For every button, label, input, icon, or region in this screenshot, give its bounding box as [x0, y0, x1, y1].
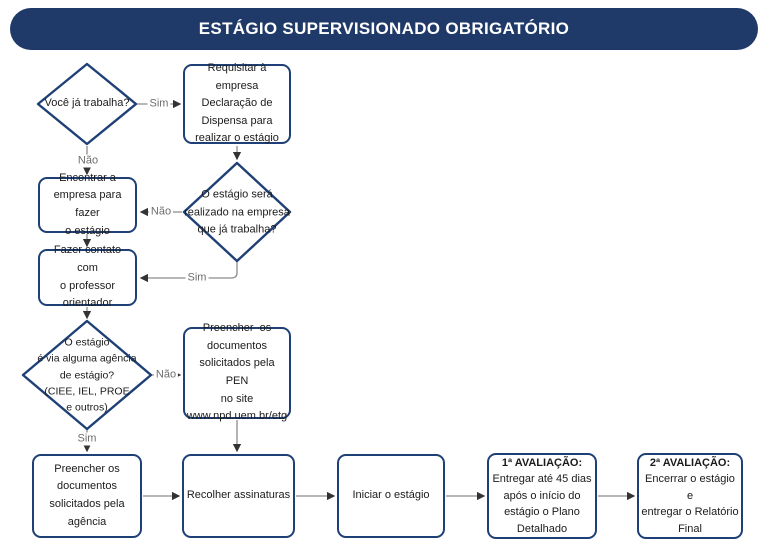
node-preencher-documentos-pen: Preencher os documentos solicitados pela… [183, 322, 291, 422]
node-recolher-assinaturas-text: Recolher assinaturas [186, 489, 291, 502]
edge-label-nao-trabalha: Não [75, 154, 101, 168]
node-iniciar-estagio: Iniciar o estágio [337, 454, 445, 538]
node-preencher-documentos-agencia: Preencher os documentos solicitados pela… [32, 454, 142, 538]
decision-agencia-label: O estágio é via alguma agência de estági… [37, 336, 137, 414]
edge-label-sim-trabalha: Sim [147, 97, 171, 111]
decision-estagio-na-empresa-label: O estágio será realizado na empresa que … [184, 188, 290, 236]
decision-diamonds [21, 62, 292, 431]
edge-label-sim-estagio-na-empresa: Sim [185, 271, 209, 285]
edge-label-nao-agencia: Não [153, 368, 179, 382]
node-encontrar-empresa: Encontrar a empresa para fazer o estágio [38, 172, 137, 237]
node-recolher-assinaturas: Recolher assinaturas [182, 454, 295, 538]
decision-estagio-na-empresa-shape [182, 161, 292, 263]
node-preencher-documentos-pen-text: Preencher os documentos solicitados pela… [186, 322, 288, 423]
decision-voce-ja-trabalha-shape [36, 62, 138, 146]
page-title: ESTÁGIO SUPERVISIONADO OBRIGATÓRIO [10, 8, 758, 50]
edge-label-sim-agencia: Sim [75, 432, 99, 446]
node-iniciar-estagio-text: Iniciar o estágio [352, 489, 430, 502]
decision-agencia-shape [21, 319, 153, 431]
node-requisitar-declaracao: Requisitar à empresa Declaração de Dispe… [183, 62, 291, 144]
node-encontrar-empresa-text: Encontrar a empresa para fazer o estágio [53, 171, 122, 237]
node-primeira-avaliacao-title: 1ª AVALIAÇÃO: [501, 456, 583, 469]
node-primeira-avaliacao-text: Entregar até 45 dias após o início do es… [492, 473, 592, 535]
node-segunda-avaliacao-text: Encerrar o estágio e entregar o Relatóri… [641, 473, 739, 535]
node-fazer-contato-professor: Fazer contato com o professor orientador [38, 244, 137, 309]
node-fazer-contato-professor-text: Fazer contato com o professor orientador [53, 244, 122, 310]
edge-label-nao-estagio-na-empresa: Não [148, 205, 174, 219]
decision-voce-ja-trabalha-label: Você já trabalha? [44, 97, 130, 110]
node-segunda-avaliacao-title: 2ª AVALIAÇÃO: [649, 456, 731, 469]
node-primeira-avaliacao: 1ª AVALIAÇÃO: Entregar até 45 dias após … [487, 453, 597, 539]
connectors [82, 99, 636, 501]
node-requisitar-declaracao-text: Requisitar à empresa Declaração de Dispe… [195, 62, 279, 145]
node-preencher-documentos-agencia-text: Preencher os documentos solicitados pela… [49, 462, 125, 528]
node-segunda-avaliacao: 2ª AVALIAÇÃO: Encerrar o estágio e entre… [637, 453, 743, 539]
